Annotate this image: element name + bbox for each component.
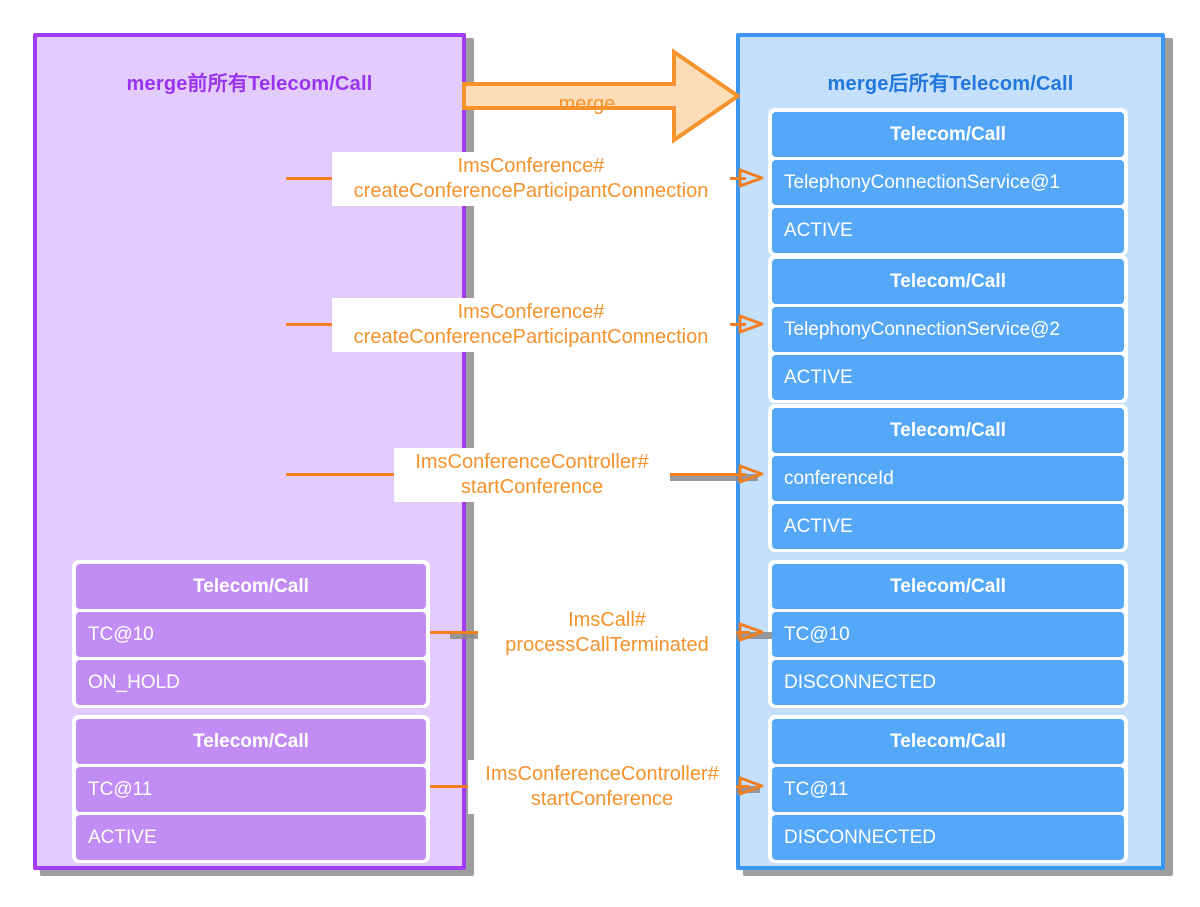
card-header: Telecom/Call: [76, 564, 426, 609]
card-id: conferenceId: [772, 456, 1124, 501]
connector-line: [286, 473, 406, 476]
merge-block-arrow-icon: [462, 48, 740, 144]
flow-process-call-terminated: ImsCall# processCallTerminated: [430, 602, 772, 662]
panel-after-title: merge后所有Telecom/Call: [827, 73, 1074, 95]
flow-label-line2: startConference: [530, 788, 674, 810]
flow-label-line1: ImsConferenceController#: [415, 451, 649, 473]
card-header: Telecom/Call: [772, 408, 1124, 453]
card-state: DISCONNECTED: [772, 815, 1124, 860]
card-state: ACTIVE: [76, 815, 426, 860]
connector-line: [430, 785, 476, 788]
flow-label-line1: ImsConference#: [457, 155, 605, 177]
flow-label-line1: ImsConferenceController#: [485, 763, 719, 785]
card-after-tc10[interactable]: Telecom/Call TC@10 DISCONNECTED: [768, 560, 1128, 708]
card-after-tcs1[interactable]: Telecom/Call TelephonyConnectionService@…: [768, 108, 1128, 256]
card-id: TC@11: [772, 767, 1124, 812]
card-id: TC@11: [76, 767, 426, 812]
card-header: Telecom/Call: [76, 719, 426, 764]
card-state: ACTIVE: [772, 208, 1124, 253]
card-id: TC@10: [76, 612, 426, 657]
flow-label: ImsConferenceController# startConference: [394, 448, 670, 502]
flow-label-line2: createConferenceParticipantConnection: [353, 326, 709, 348]
card-state: DISCONNECTED: [772, 660, 1124, 705]
card-state: ACTIVE: [772, 355, 1124, 400]
card-after-tc11[interactable]: Telecom/Call TC@11 DISCONNECTED: [768, 715, 1128, 863]
flow-label: ImsConference# createConferenceParticipa…: [332, 298, 730, 352]
arrowhead-icon: [738, 166, 764, 190]
flow-label-line2: processCallTerminated: [505, 634, 709, 656]
connector-line-right: [722, 323, 746, 326]
flow-label-line2: createConferenceParticipantConnection: [353, 180, 709, 202]
connector-shadow: [666, 474, 758, 481]
card-after-conference[interactable]: Telecom/Call conferenceId ACTIVE: [768, 404, 1128, 552]
card-id: TC@10: [772, 612, 1124, 657]
card-header: Telecom/Call: [772, 112, 1124, 157]
card-header: Telecom/Call: [772, 564, 1124, 609]
connector-shadow-right: [726, 786, 760, 793]
flow-start-conference-1: ImsConferenceController# startConference: [286, 444, 766, 504]
connector-line-right: [662, 473, 746, 476]
card-header: Telecom/Call: [772, 719, 1124, 764]
card-id: TelephonyConnectionService@1: [772, 160, 1124, 205]
connector-line-right: [722, 177, 746, 180]
card-id: TelephonyConnectionService@2: [772, 307, 1124, 352]
card-after-tcs2[interactable]: Telecom/Call TelephonyConnectionService@…: [768, 255, 1128, 403]
card-before-tc10[interactable]: Telecom/Call TC@10 ON_HOLD: [72, 560, 430, 708]
card-header: Telecom/Call: [772, 259, 1124, 304]
card-state: ON_HOLD: [76, 660, 426, 705]
connector-line-right: [722, 785, 750, 788]
connector-line: [286, 177, 344, 180]
flow-create-participant-2: ImsConference# createConferenceParticipa…: [286, 294, 766, 354]
flow-label-line2: startConference: [460, 476, 604, 498]
connector-shadow: [450, 632, 492, 639]
connector-line: [286, 323, 344, 326]
flow-create-participant-1: ImsConference# createConferenceParticipa…: [286, 148, 766, 208]
merge-arrow-label: merge: [558, 93, 616, 115]
card-before-tc11[interactable]: Telecom/Call TC@11 ACTIVE: [72, 715, 430, 863]
card-state: ACTIVE: [772, 504, 1124, 549]
connector-line-right: [726, 631, 750, 634]
arrowhead-icon: [738, 462, 764, 486]
connector-line: [430, 631, 482, 634]
arrowhead-icon: [738, 312, 764, 336]
flow-start-conference-2: ImsConferenceController# startConference: [430, 756, 766, 816]
arrowhead-icon: [738, 620, 764, 644]
flow-label: ImsCall# processCallTerminated: [478, 606, 736, 660]
flow-label: ImsConference# createConferenceParticipa…: [332, 152, 730, 206]
flow-label-line1: ImsCall#: [568, 609, 646, 631]
flow-label-line1: ImsConference#: [457, 301, 605, 323]
arrowhead-icon: [738, 774, 764, 798]
panel-before-title: merge前所有Telecom/Call: [126, 73, 373, 95]
flow-label: ImsConferenceController# startConference: [468, 760, 736, 814]
